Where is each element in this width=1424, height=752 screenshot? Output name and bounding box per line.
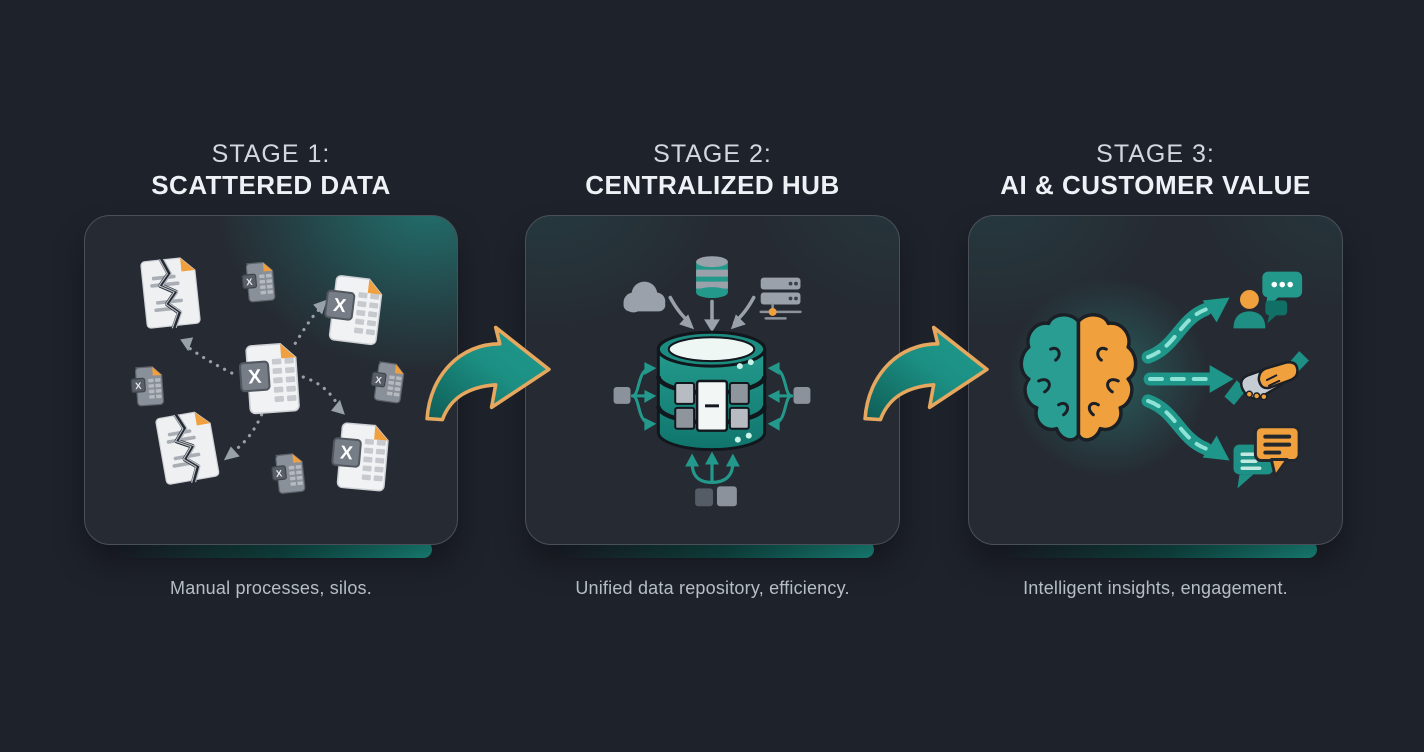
stage-3-card (968, 215, 1343, 545)
stage-2-title: STAGE 2: CENTRALIZED HUB (525, 139, 900, 201)
small-spreadsheet-file-icon (129, 365, 165, 407)
stage-1-label: STAGE 1: (211, 140, 331, 168)
stage-3-caption: Intelligent insights, engagement. (1023, 578, 1288, 598)
handshake-icon (1224, 351, 1309, 406)
person-chat-icon (1233, 271, 1303, 329)
chat-bubbles-icon (1233, 425, 1301, 489)
stage-3-title: STAGE 3: AI & CUSTOMER VALUE (968, 139, 1343, 201)
cloud-icon (623, 281, 666, 313)
spreadsheet-file-icon (237, 341, 301, 416)
small-spreadsheet-file-icon (240, 261, 276, 304)
small-spreadsheet-file-icon (270, 452, 306, 495)
server-icon (759, 277, 802, 320)
scattered-data-illustration: X X (129, 216, 406, 495)
stage-2-card (525, 215, 900, 545)
stage-1-card-reflection (100, 541, 432, 558)
stage-1-column: STAGE 1: SCATTERED DATA (84, 0, 458, 752)
branch-arrow-icons (1141, 297, 1234, 461)
dashed-flow-arrows (180, 299, 345, 461)
stage-3-name: AI & CUSTOMER VALUE (1000, 169, 1311, 200)
stage-2-column: STAGE 2: CENTRALIZED HUB (525, 0, 900, 752)
stage-1-name: SCATTERED DATA (151, 169, 391, 200)
database-stack-icon (696, 256, 728, 298)
stage-1-title: STAGE 1: SCATTERED DATA (84, 139, 458, 201)
stage-2-label: STAGE 2: (653, 140, 772, 168)
small-spreadsheet-file-icon (368, 360, 406, 404)
inflow-arrow-icons (668, 295, 756, 333)
stage-3-card-reflection (984, 541, 1317, 558)
spreadsheet-file-icon (329, 421, 391, 493)
stage-1-caption: Manual processes, silos. (170, 578, 372, 598)
stage-2-to-3-arrow-icon (862, 322, 990, 422)
stage-3-label: STAGE 3: (1096, 140, 1215, 168)
data-grid (674, 379, 750, 432)
stage-2-name: CENTRALIZED HUB (585, 169, 840, 200)
stage-2-card-reflection (541, 541, 874, 558)
stage-2-caption: Unified data repository, efficiency. (575, 578, 850, 598)
torn-document-icon (155, 409, 219, 487)
stage-1-to-2-arrow-icon (424, 322, 552, 422)
stage-3-column: STAGE 3: AI & CUSTOMER VALUE (968, 0, 1343, 752)
right-bracket-arrows (767, 362, 811, 431)
spreadsheet-file-icon (321, 273, 385, 346)
central-database-icon (656, 330, 767, 452)
centralized-hub-illustration (613, 256, 811, 507)
ai-value-illustration (1008, 271, 1309, 489)
stage-1-card: X X (84, 215, 458, 545)
bottom-upflow-arrows (685, 451, 740, 507)
torn-document-icon (141, 256, 201, 331)
brain-icon (1019, 313, 1138, 442)
left-bracket-arrows (613, 362, 657, 431)
